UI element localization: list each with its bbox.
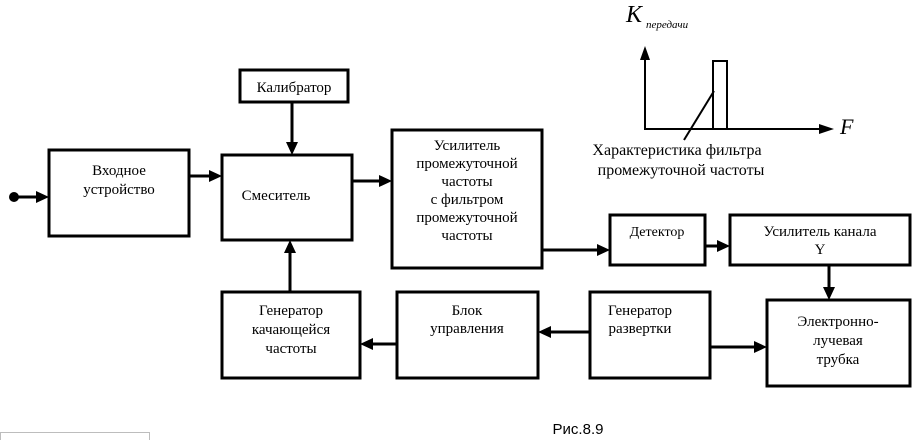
- svg-text:F: F: [839, 114, 854, 139]
- swept-generator-label-line-1: Генератор: [259, 303, 323, 319]
- svg-text:качающейся: качающейся: [252, 322, 330, 338]
- arrow-control-unit-to-swept-generator: [360, 338, 397, 350]
- arrow-sweep-generator-to-control-unit: [538, 326, 590, 338]
- inset-passband: [712, 60, 728, 130]
- control-unit-block: Блок управления: [395, 290, 540, 380]
- arrow-swept-generator-to-mixer: [284, 240, 296, 292]
- arrow-y-amplifier-to-crt: [823, 265, 835, 300]
- detector-label: Детектор: [630, 225, 685, 240]
- crt-label-line-3: трубка: [817, 352, 860, 368]
- svg-text:с фильтром: с фильтром: [431, 192, 504, 208]
- inset-pointer-line: [683, 90, 715, 141]
- arrow-detector-to-y-amplifier: [705, 240, 730, 252]
- inset-y-axis-arrow: [640, 46, 650, 60]
- svg-text:частоты: частоты: [441, 174, 492, 190]
- input-terminal: [9, 191, 49, 203]
- calibrator-label: Калибратор: [257, 80, 332, 96]
- svg-text:частоты: частоты: [265, 341, 316, 357]
- if-amplifier-label-line-3: частоты: [441, 174, 492, 190]
- input-device-block: Входное устройство: [47, 148, 191, 238]
- svg-text:Входное: Входное: [92, 163, 146, 179]
- svg-text:трубка: трубка: [817, 352, 860, 368]
- if-amplifier-label-line-2: промежуточной: [416, 156, 517, 172]
- crt-label-line-1: Электронно-: [797, 314, 878, 330]
- svg-text:Y: Y: [815, 242, 826, 258]
- y-amplifier-label-line-1: Усилитель канала: [764, 224, 877, 240]
- inset-caption-line-1: Характеристика фильтра: [592, 142, 761, 159]
- svg-text:Усилитель канала: Усилитель канала: [764, 224, 877, 240]
- svg-text:промежуточной: промежуточной: [416, 210, 517, 226]
- arrow-calibrator-to-mixer: [286, 102, 298, 155]
- swept-generator-label-line-2: качающейся: [252, 322, 330, 338]
- svg-text:Блок: Блок: [452, 303, 483, 319]
- svg-text:Генератор: Генератор: [259, 303, 323, 319]
- swept-generator-label-line-3: частоты: [265, 341, 316, 357]
- inset-y-label-subscript: передачи: [646, 19, 689, 31]
- inset-y-label: K: [625, 2, 644, 28]
- svg-text:лучевая: лучевая: [813, 333, 863, 349]
- svg-text:Генератор: Генератор: [608, 303, 672, 319]
- svg-text:Калибратор: Калибратор: [257, 80, 332, 96]
- svg-text:Рис.8.9: Рис.8.9: [553, 421, 604, 438]
- arrow-input-to-mixer: [189, 170, 222, 182]
- svg-text:промежуточной частоты: промежуточной частоты: [598, 162, 765, 179]
- filter-characteristic-inset: K передачи F Характеристика фильтра пром…: [592, 2, 854, 179]
- inset-caption-line-2: промежуточной частоты: [598, 162, 765, 179]
- control-unit-label-line-1: Блок: [452, 303, 483, 319]
- svg-text:устройство: устройство: [83, 182, 155, 198]
- if-amplifier-block: Усилитель промежуточной частоты с фильтр…: [390, 128, 544, 270]
- calibrator-block: Калибратор: [238, 68, 350, 104]
- sweep-generator-label-line-1: Генератор: [608, 303, 672, 319]
- y-amplifier-label-line-2: Y: [815, 242, 826, 258]
- mixer-label: Смеситель: [242, 188, 311, 204]
- svg-text:промежуточной: промежуточной: [416, 156, 517, 172]
- crt-block: Электронно- лучевая трубка: [765, 298, 912, 388]
- if-amplifier-label-line-1: Усилитель: [434, 138, 501, 154]
- arrow-sweep-generator-to-crt: [710, 341, 767, 353]
- control-unit-label-line-2: управления: [430, 321, 504, 337]
- inset-x-label: F: [839, 114, 854, 139]
- y-amplifier-block: Усилитель канала Y: [728, 213, 912, 267]
- if-amplifier-label-line-5: промежуточной: [416, 210, 517, 226]
- svg-text:Электронно-: Электронно-: [797, 314, 878, 330]
- svg-text:передачи: передачи: [646, 19, 689, 31]
- svg-text:управления: управления: [430, 321, 504, 337]
- arrow-if-amplifier-to-detector: [542, 244, 610, 256]
- svg-text:развертки: развертки: [609, 321, 672, 337]
- arrow-mixer-to-if-amplifier: [352, 175, 392, 187]
- svg-text:Детектор: Детектор: [630, 225, 685, 240]
- if-amplifier-label-line-4: с фильтром: [431, 192, 504, 208]
- inset-x-axis-arrow: [819, 124, 834, 134]
- input-device-label-line-1: Входное: [92, 163, 146, 179]
- svg-text:Смеситель: Смеситель: [242, 188, 311, 204]
- sweep-generator-label-line-2: развертки: [609, 321, 672, 337]
- swept-generator-block: Генератор качающейся частоты: [220, 290, 362, 380]
- if-amplifier-label-line-6: частоты: [441, 228, 492, 244]
- crt-label-line-2: лучевая: [813, 333, 863, 349]
- svg-text:K: K: [625, 2, 644, 28]
- svg-text:Характеристика фильтра: Характеристика фильтра: [592, 142, 761, 159]
- mixer-block: Смеситель: [220, 153, 354, 242]
- input-device-label-line-2: устройство: [83, 182, 155, 198]
- figure-caption: Рис.8.9: [553, 421, 604, 438]
- page-frame-edge: [0, 432, 150, 440]
- sweep-generator-block: Генератор развертки: [588, 290, 712, 380]
- svg-text:Усилитель: Усилитель: [434, 138, 501, 154]
- svg-text:частоты: частоты: [441, 228, 492, 244]
- detector-block: Детектор: [608, 213, 707, 267]
